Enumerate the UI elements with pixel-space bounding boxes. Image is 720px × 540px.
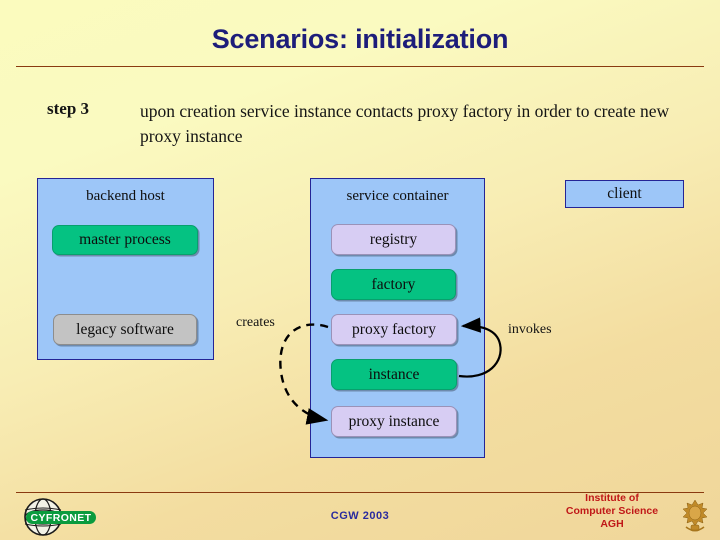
footer-divider [16,492,704,493]
footer-institute-line1: Institute of [585,492,639,504]
title-divider [16,66,704,67]
footer-institute-line2: Computer Science [565,505,659,517]
node-proxy-instance[interactable]: proxy instance [331,406,457,437]
footer-institute-line3: AGH [600,518,624,530]
node-legacy-software[interactable]: legacy software [53,314,197,345]
node-instance[interactable]: instance [331,359,457,390]
node-factory[interactable]: factory [331,269,456,300]
cyfronet-logo-text: CYFRONET [31,512,92,524]
agh-crest-icon [682,499,708,532]
backend-host-title: backend host [86,188,165,204]
page-title: Scenarios: initialization [211,24,509,54]
node-master-process[interactable]: master process [52,225,198,255]
footer-institute: Institute of Computer Science AGH [548,492,676,531]
cyfronet-logo: CYFRONET [24,498,96,536]
step-label: step 3 [47,99,90,118]
footer-conference: CGW 2003 [330,510,390,522]
node-client[interactable]: client [565,180,684,208]
service-container-title: service container [346,188,449,204]
edge-label-creates: creates [236,315,275,330]
step-description: upon creation service instance contacts … [140,101,670,146]
node-proxy-factory[interactable]: proxy factory [331,314,457,345]
node-registry[interactable]: registry [331,224,456,255]
edge-label-invokes: invokes [508,322,552,337]
